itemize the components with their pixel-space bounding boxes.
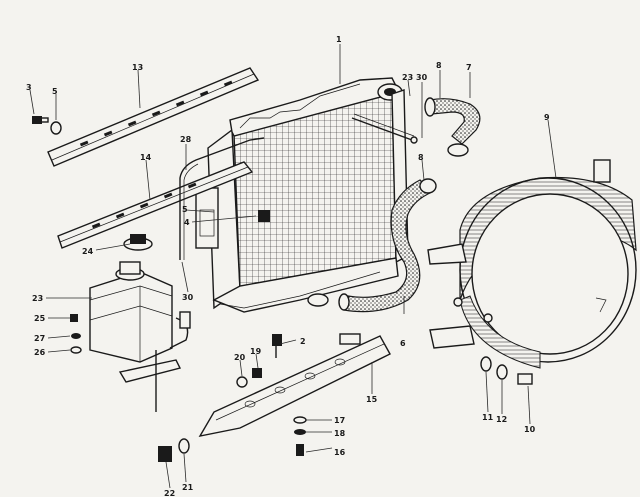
callout-28: 28 [180,135,192,144]
callout-10: 10 [524,425,536,434]
callout-17: 17 [334,416,345,425]
callout-11: 11 [482,413,494,422]
callout-27: 27 [34,334,45,343]
callout-18: 18 [334,429,346,438]
callout-labels: 1 2 3 4 5 5 6 7 8 8 9 10 11 12 13 14 15 … [26,35,550,497]
callout-23-tank: 23 [32,294,43,303]
callout-22: 22 [164,489,175,497]
callout-3: 3 [26,83,32,92]
upper-hose [424,97,481,157]
callout-7: 7 [466,63,472,72]
mounting-strap-13 [47,67,260,167]
callout-8-lower: 8 [418,153,424,162]
mounting-strap-14 [57,161,254,249]
leader-lines [29,44,557,489]
callout-14: 14 [140,153,152,162]
callout-20: 20 [234,353,246,362]
callout-5-washer: 5 [52,87,58,96]
splash-guard [198,333,391,437]
callout-30-bottom: 30 [182,293,194,302]
callout-15: 15 [366,395,378,404]
callout-12: 12 [496,415,507,424]
callout-9: 9 [544,113,550,122]
fan-shroud [427,159,637,369]
callout-21: 21 [182,483,194,492]
callout-26: 26 [34,348,46,357]
callout-23-pipe: 23 [402,73,413,82]
hardware-fasteners [32,116,533,462]
callout-2: 2 [300,337,306,346]
callout-13: 13 [132,63,143,72]
callout-25: 25 [34,314,46,323]
callout-19: 19 [250,347,262,356]
callout-24: 24 [82,247,94,256]
callout-16: 16 [334,448,346,457]
callout-6: 6 [400,339,406,348]
radiator [195,77,409,313]
expansion-tank [89,261,191,412]
callout-30-top: 30 [416,73,428,82]
breather-pipe [351,113,418,144]
lower-hose [338,178,437,313]
callout-4: 4 [184,218,190,227]
callout-5-tab: 5 [182,205,188,214]
radiator-cap [123,234,153,251]
callout-1: 1 [336,35,342,44]
callout-8-upper: 8 [436,61,442,70]
